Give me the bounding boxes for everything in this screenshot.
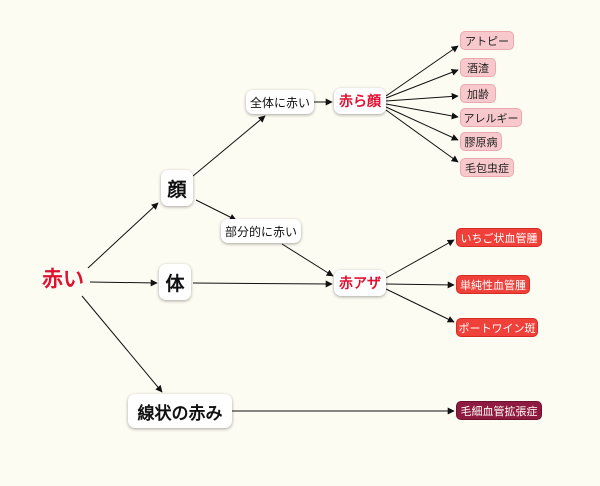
linear-node: 線状の赤み xyxy=(128,394,232,428)
edge-red-mark-to-strawberry xyxy=(385,239,455,279)
edge-red-face-to-demodicosis xyxy=(385,109,459,163)
red-face-node: 赤ら顔 xyxy=(334,88,386,114)
cause-collagen-disease: 膠原病 xyxy=(460,132,502,151)
cause-demodicosis: 毛包虫症 xyxy=(460,158,514,177)
edge-body-to-red-mark xyxy=(192,280,333,288)
red-mark-node: 赤アザ xyxy=(334,270,386,296)
type-port-wine-stain: ポートワイン斑 xyxy=(456,318,538,337)
cause-aging: 加齢 xyxy=(460,84,496,103)
cause-allergy: アレルギー xyxy=(460,108,522,127)
edge-red-face-to-collagen xyxy=(385,106,459,141)
type-simple-hemangioma: 単純性血管腫 xyxy=(456,275,530,294)
cause-atopy: アトピー xyxy=(460,31,514,50)
edge-partial-red-to-red-mark xyxy=(281,243,334,277)
edge-face-to-whole-red xyxy=(192,115,266,177)
edge-face-to-partial-red xyxy=(195,199,237,221)
edge-red-face-to-allergy xyxy=(385,103,459,120)
face-node: 顔 xyxy=(161,170,193,206)
edge-root-to-body xyxy=(89,279,158,287)
edge-root-to-linear xyxy=(81,295,163,393)
edge-red-mark-to-port-wine xyxy=(385,288,455,323)
type-strawberry-hemangioma: いちご状血管腫 xyxy=(456,228,542,247)
whole-red-node: 全体に赤い xyxy=(246,90,314,114)
edge-red-face-to-atopy xyxy=(385,45,459,97)
edge-red-mark-to-simple xyxy=(385,281,455,289)
edge-root-to-face xyxy=(87,202,159,269)
type-telangiectasia: 毛細血管拡張症 xyxy=(456,401,542,420)
partial-red-node: 部分的に赤い xyxy=(221,219,301,243)
body-node: 体 xyxy=(159,264,191,300)
edge-red-face-to-aging xyxy=(385,92,459,102)
cause-rosacea: 酒渣 xyxy=(460,58,496,77)
root-node: 赤い xyxy=(42,267,84,291)
edge-red-face-to-rosacea xyxy=(385,69,459,99)
